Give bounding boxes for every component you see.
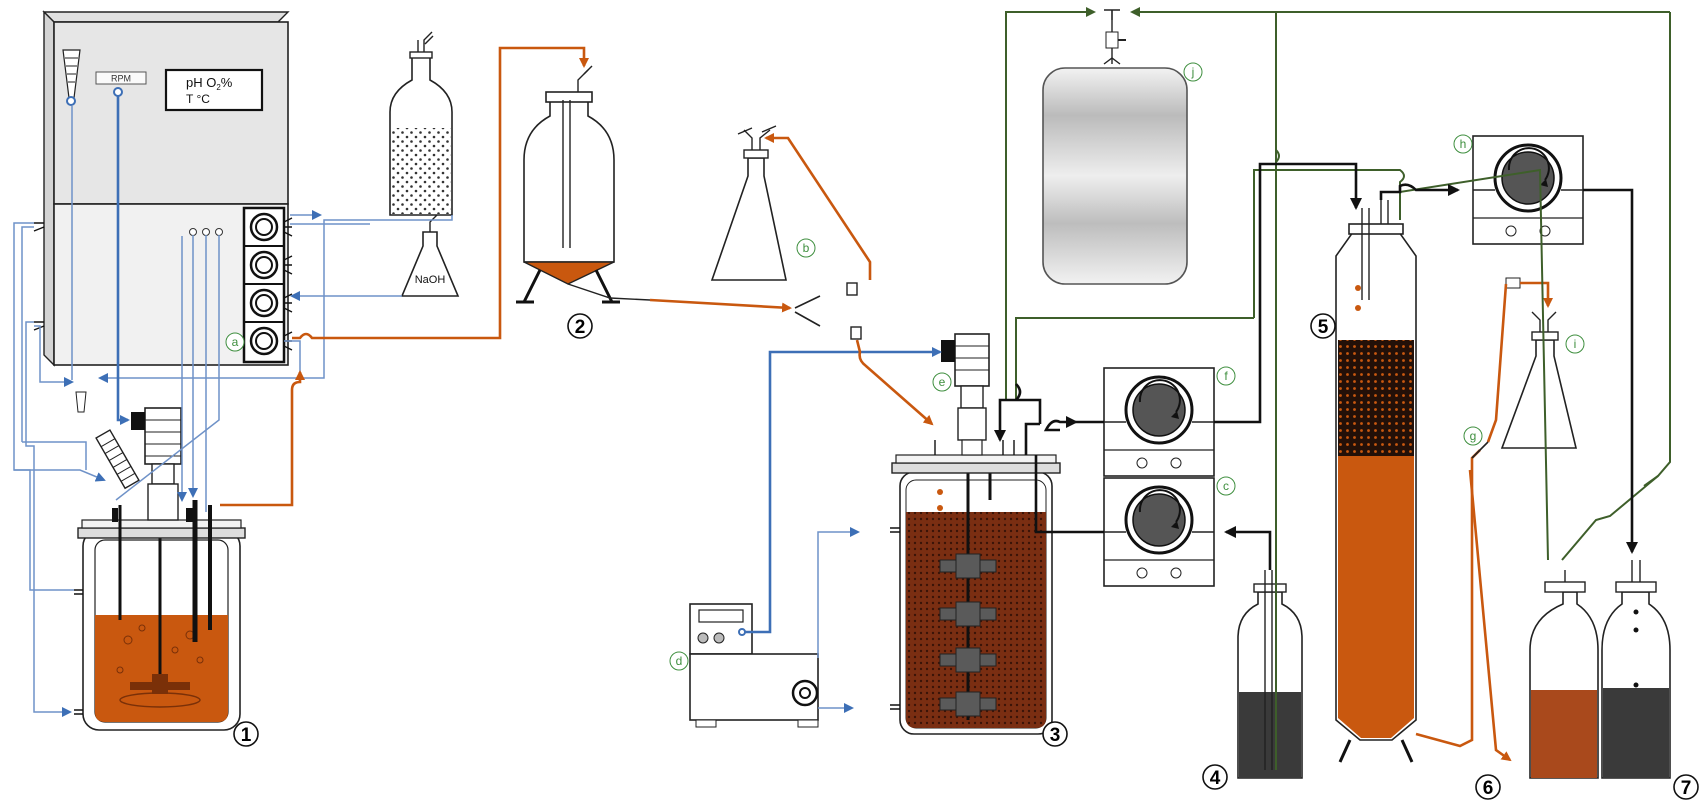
thermostat-d: [689, 603, 819, 728]
blue-pipes: [116, 96, 942, 634]
green-pipes: [1005, 7, 1671, 770]
bottle-7: [1601, 560, 1671, 779]
rpm-display: [95, 71, 147, 85]
label-f: f: [1224, 369, 1228, 383]
controller-display: [164, 68, 264, 112]
pump-f: [1103, 367, 1215, 477]
junction-g: [1471, 441, 1489, 459]
number-badges: 1 2 3 4 5 6 7: [233, 313, 1699, 800]
air-filter-icon: [95, 429, 140, 490]
storage-tank-j: [1042, 9, 1188, 285]
unit-number-4: 4: [1210, 768, 1221, 789]
rotameter-icon: [62, 49, 81, 106]
label-h: h: [1460, 137, 1467, 151]
unit-number-5: 5: [1318, 317, 1329, 338]
unit-number-7: 7: [1681, 778, 1692, 799]
cabinet-pump-stack: [242, 206, 293, 364]
label-b: b: [803, 241, 810, 255]
label-i: i: [1574, 337, 1577, 351]
medium-bottle: [389, 31, 453, 216]
control-cabinet: RPM pH O2% T °C: [33, 10, 293, 367]
reactor-3: [890, 333, 1061, 735]
naoh-label: NaOH: [415, 274, 446, 286]
rpm-label: RPM: [111, 74, 131, 84]
column-reactor-5: [1335, 200, 1417, 763]
label-e: e: [939, 375, 946, 389]
gas-flask-i: [1500, 277, 1578, 449]
bottle-6: [1529, 570, 1599, 779]
y-connector: [794, 282, 862, 340]
pump-h: [1472, 135, 1584, 245]
reactor-1: [74, 391, 246, 731]
light-blue-pipes: [13, 106, 860, 717]
unit-number-3: 3: [1050, 725, 1061, 746]
settler-bottle-2: [516, 65, 651, 304]
display-temperature: T °C: [186, 92, 210, 106]
label-c: c: [1223, 479, 1229, 493]
label-g: g: [1470, 429, 1477, 443]
gas-flask-b: [710, 125, 787, 281]
unit-number-1: 1: [241, 725, 252, 746]
display-ph-o2: pH O2%: [186, 75, 233, 92]
label-d: d: [676, 654, 683, 668]
pump-c: [1103, 477, 1215, 587]
naoh-flask: NaOH: [400, 214, 460, 297]
label-a: a: [232, 335, 239, 349]
label-j: j: [1191, 65, 1195, 79]
unit-number-2: 2: [575, 317, 586, 338]
effluent-bottle-4: [1237, 570, 1303, 779]
rpm-knob-icon: [113, 87, 123, 97]
black-pipes: [994, 162, 1638, 570]
unit-number-6: 6: [1483, 778, 1494, 799]
orange-pipes: [220, 46, 1553, 762]
